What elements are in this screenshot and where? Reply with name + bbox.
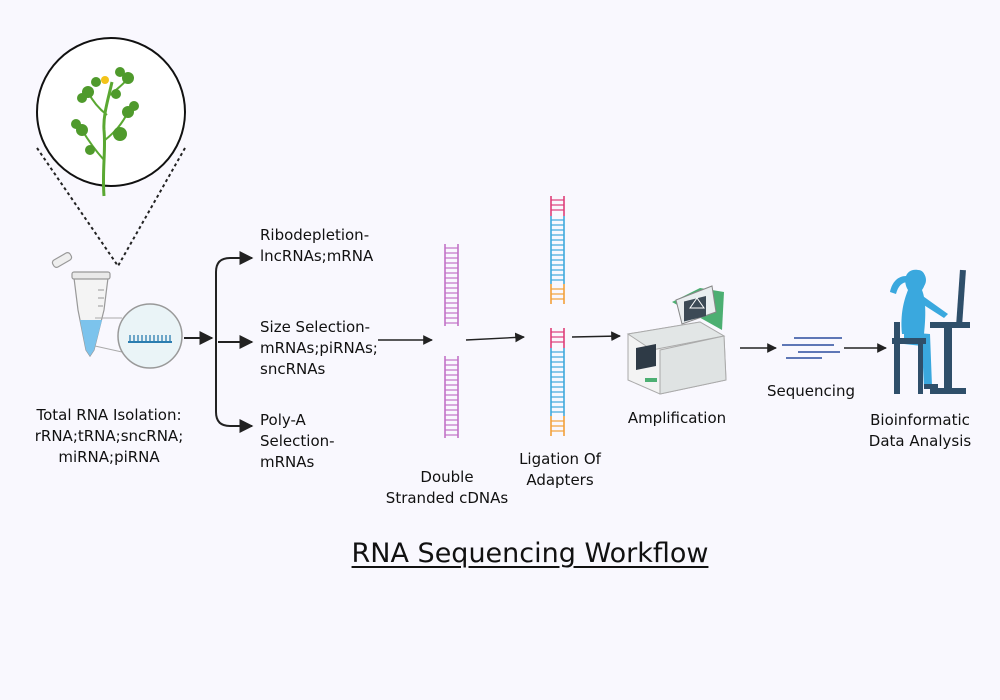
plant-icon: [71, 67, 139, 197]
step-ribodepletion: Ribodepletion- lncRNAs;mRNA: [260, 226, 374, 265]
step-double-stranded-cdna: Double Stranded cDNAs: [385, 468, 509, 507]
step-data-analysis: Bioinformatic Data Analysis: [868, 411, 972, 450]
flow-arrows: [184, 251, 887, 433]
step-polya-selection: Poly-A Selection- mRNAs: [260, 411, 335, 471]
step-size-selection: Size Selection- mRNAs;piRNAs; sncRNAs: [260, 318, 378, 378]
cdna-icon: [444, 244, 459, 438]
microtube-icon: [51, 252, 183, 369]
step-rna-isolation: Total RNA Isolation: rRNA;tRNA;sncRNA; m…: [34, 406, 184, 466]
rna-strand-icon: [128, 335, 172, 343]
thermal-cycler-icon: [626, 285, 727, 395]
step-ligation: Ligation Of Adapters: [519, 450, 601, 489]
step-amplification: Amplification: [627, 409, 727, 427]
diagram-title: RNA Sequencing Workflow: [351, 538, 709, 569]
step-sequencing: Sequencing: [767, 382, 855, 400]
analyst-at-computer-icon: [890, 269, 970, 394]
plant-magnifier: [36, 37, 186, 267]
adapter-ligated-icon: [550, 196, 565, 436]
sequence-reads-icon: [782, 337, 842, 359]
